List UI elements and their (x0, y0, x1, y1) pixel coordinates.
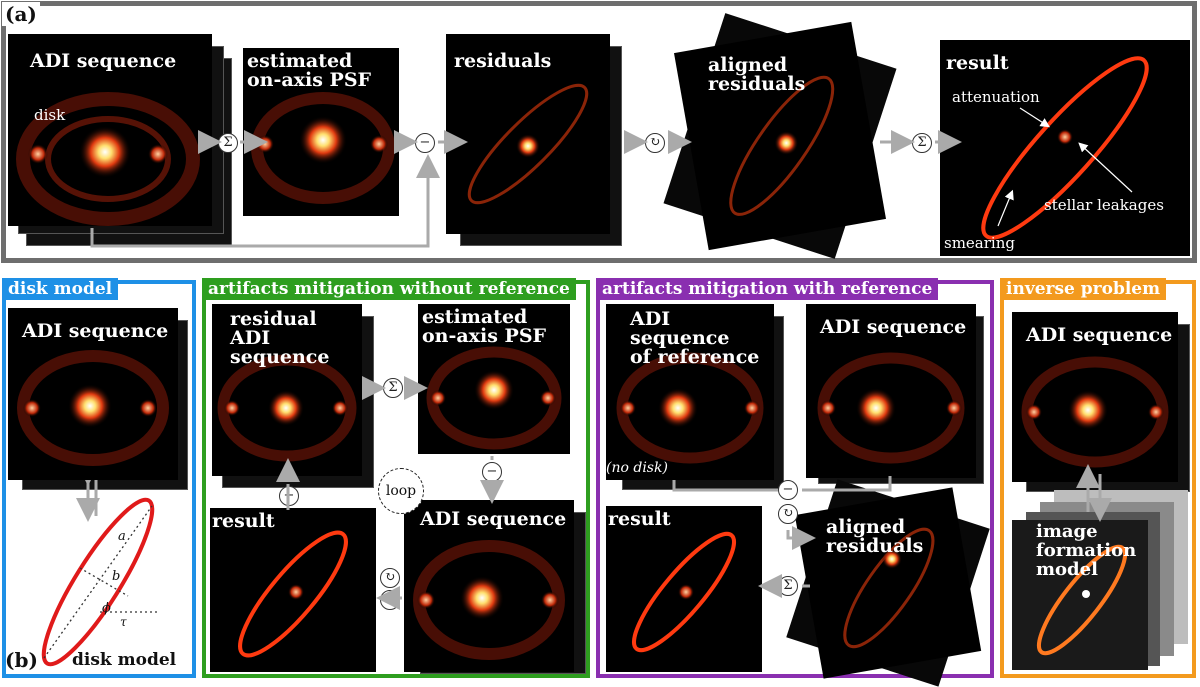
estimated-psf-label: estimated on-axis PSF (247, 50, 372, 91)
stellar-leakages-annotation: stellar leakages (1044, 196, 1164, 214)
ip-model-image: image formation model (1012, 520, 1148, 670)
wr-arrows (276, 376, 504, 610)
wr-residual-field (217, 354, 357, 462)
disk-annotation: disk (34, 106, 66, 124)
panel-a-frame (1, 1, 1197, 263)
aligned-residuals-image (674, 21, 886, 251)
smearing-annotation: smearing (944, 234, 1015, 252)
with-reference-title: artifacts mitigation with reference (596, 278, 939, 300)
disk-model-bottom-label: disk model (72, 650, 177, 670)
adi-sequence-label: ADI sequence (30, 50, 177, 72)
panel-b-tag: (b) (2, 648, 41, 672)
param-phi: ϕ (102, 601, 111, 616)
disk-model-title: disk model (2, 278, 119, 300)
wref-result-disk (632, 531, 736, 653)
wref-arrows (672, 476, 892, 598)
result-image: result attenuation stellar leakages smea… (940, 40, 1190, 256)
wr-adi-sequence-label: ADI sequence (420, 508, 567, 530)
ip-adi-image: ADI sequence (1012, 312, 1178, 482)
wref-result-image: result (606, 506, 762, 672)
disk-geometry-diagram: a b ϕ τ (41, 480, 158, 667)
arrow-adi-to-minus (90, 154, 440, 248)
dm-adi-label: ADI sequence (22, 320, 169, 342)
wref-adi-sequence-image: ADI sequence (806, 304, 976, 478)
wr-residual-adi-label: residual ADI sequence (230, 308, 330, 368)
without-reference-title: artifacts mitigation without reference (202, 278, 576, 300)
wref-adi-sequence-label: ADI sequence (820, 316, 967, 338)
wr-result-image: result (210, 508, 376, 672)
wref-aligned-image (794, 487, 982, 679)
wref-rotate-operator: ↻ (778, 504, 798, 524)
residuals-image: residuals (446, 34, 610, 234)
aligned-residuals-label: aligned residuals (708, 54, 806, 95)
wr-residual-adi-image: residual ADI sequence (212, 304, 362, 476)
ip-arrows (1076, 464, 1112, 522)
wr-result-disk (238, 530, 348, 658)
ref-adi-image: ADI sequence of reference (no disk) (606, 304, 774, 480)
wr-adi-field (413, 540, 565, 660)
ref-adi-field (616, 352, 764, 464)
ip-image-formation-label: image formation model (1036, 521, 1137, 580)
dm-adi-field (17, 350, 169, 466)
residuals-field (467, 83, 589, 205)
wref-aligned-field (843, 527, 935, 649)
param-tau: τ (120, 615, 127, 629)
loop-label: loop (385, 483, 417, 499)
inverse-problem-title: inverse problem (1000, 278, 1167, 300)
rotate-operator-1: ↻ (645, 133, 665, 153)
param-b: b (112, 569, 120, 584)
panel-a-tag: (a) (2, 2, 40, 26)
ref-adi-label: ADI sequence of reference (630, 308, 760, 368)
loop-indicator: loop (378, 468, 424, 514)
wr-estimated-psf-image: estimated on-axis PSF (418, 304, 570, 454)
dm-adi-image: ADI sequence (8, 308, 178, 480)
wr-adi-sequence-image: ADI sequence (404, 500, 574, 672)
attenuation-annotation: attenuation (952, 88, 1040, 106)
estimated-psf-image: estimated on-axis PSF (243, 48, 399, 216)
wref-adi-field (817, 352, 965, 464)
adi-sequence-image: ADI sequence disk (8, 34, 212, 226)
wr-estimated-psf-label: estimated on-axis PSF (422, 306, 547, 347)
wr-result-label: result (212, 510, 275, 532)
wref-result-label: result (608, 508, 671, 530)
wref-minus-operator: − (778, 480, 798, 500)
residuals-label: residuals (454, 50, 552, 72)
wref-aligned-label: aligned residuals (826, 516, 924, 557)
speckle-field (16, 92, 200, 226)
panel-a-arrows (90, 130, 962, 248)
ip-adi-field (1021, 356, 1169, 468)
wr-psf-field (426, 346, 562, 450)
result-disk (981, 56, 1149, 240)
result-label: result (946, 52, 1009, 74)
no-disk-annotation: (no disk) (606, 460, 668, 476)
ip-model-disk (1036, 544, 1128, 656)
param-a: a (118, 529, 126, 544)
ip-adi-label: ADI sequence (1026, 324, 1173, 346)
aligned-field (729, 75, 835, 216)
